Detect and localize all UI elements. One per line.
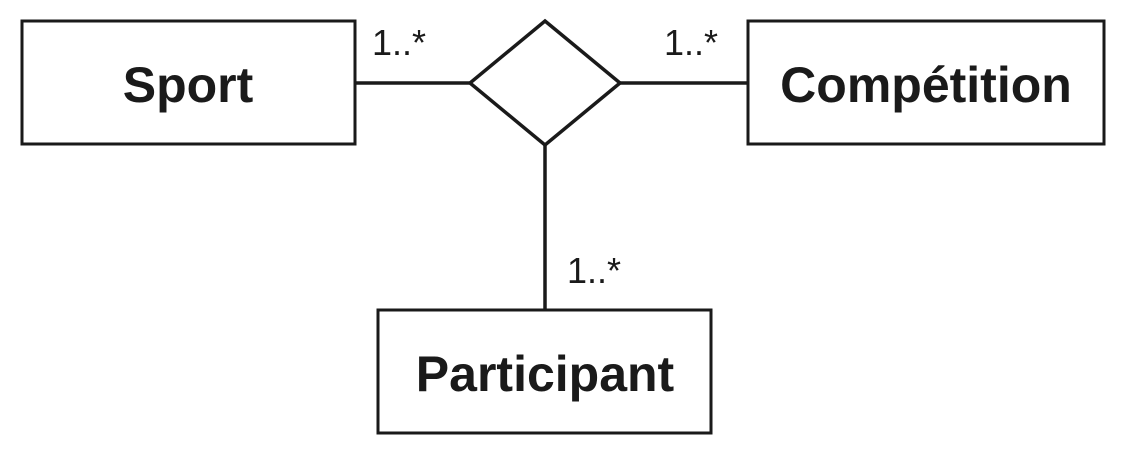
entity-participant: Participant xyxy=(376,308,713,435)
entity-competition-label: Compétition xyxy=(780,57,1072,113)
entity-participant-label: Participant xyxy=(416,346,675,402)
entity-participant-box xyxy=(376,308,713,435)
entity-sport-box xyxy=(20,19,357,146)
cardinality-competition: 1..* xyxy=(664,22,718,63)
entity-sport-label: Sport xyxy=(123,57,254,113)
association-diamond xyxy=(467,18,623,148)
cardinality-participant: 1..* xyxy=(567,250,621,291)
entity-competition-box xyxy=(746,19,1106,146)
cardinality-sport: 1..* xyxy=(372,22,426,63)
entity-competition: Compétition xyxy=(746,19,1106,146)
entity-sport: Sport xyxy=(20,19,357,146)
